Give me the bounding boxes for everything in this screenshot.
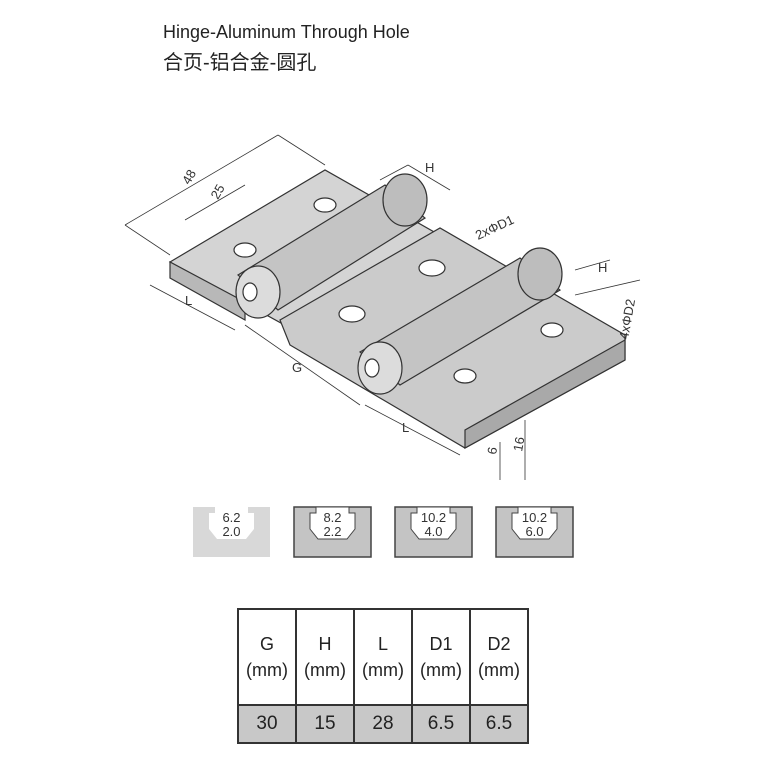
table-header-cell: D2 (mm) [469, 608, 529, 706]
title-english: Hinge-Aluminum Through Hole [163, 22, 410, 42]
hole-d2 [313, 197, 337, 213]
profile-width-label: 10.2 [421, 510, 446, 525]
profile-slot [410, 506, 457, 540]
dim-25: 25 [207, 182, 227, 202]
header-unit: (mm) [246, 660, 288, 680]
header-unit: (mm) [362, 660, 404, 680]
table-value-cell: 30 [237, 704, 297, 744]
profile-width-label: 6.2 [222, 510, 240, 525]
table-value-cell: 28 [353, 704, 413, 744]
dim-d1: 2xΦD1 [473, 212, 516, 243]
header-name: H [318, 634, 332, 654]
hole-d2 [453, 368, 477, 384]
table-value-cell: 15 [295, 704, 355, 744]
table-header-cell: H (mm) [295, 608, 355, 706]
dim-h-1: H [425, 160, 434, 175]
profile-width-label: 10.2 [522, 510, 547, 525]
header-unit: (mm) [420, 660, 462, 680]
table-value-cell: 6.5 [411, 704, 471, 744]
dim-l-2: L [402, 420, 409, 435]
slot-profile: 10.24.0 [394, 506, 473, 558]
profile-width-label: 8.2 [323, 510, 341, 525]
profile-depth-label: 2.2 [323, 524, 341, 539]
dim-48: 48 [179, 167, 199, 187]
slot-profile: 10.26.0 [495, 506, 574, 558]
header-name: G [259, 634, 274, 654]
dim-d2: 4xΦD2 [616, 298, 638, 341]
profile-slot [309, 506, 356, 540]
profile-depth-label: 4.0 [424, 524, 442, 539]
hole-d1 [338, 305, 366, 323]
header-unit: (mm) [478, 660, 520, 680]
profile-slot [209, 507, 254, 539]
table-header-cell: D1 (mm) [411, 608, 471, 706]
profile-depth-label: 6.0 [525, 524, 543, 539]
dim-l-1: L [185, 293, 192, 308]
hole-d2 [540, 322, 564, 338]
dim-g: G [292, 360, 302, 375]
title-chinese: 合页-铝合金-圆孔 [163, 52, 317, 74]
dim-6: 6 [484, 446, 500, 456]
hinge-drawing: 48 25 H 2xΦD1 H 4xΦD2 L G L 6 16 [124, 134, 641, 480]
header-unit: (mm) [304, 660, 346, 680]
profile-depth-label: 2.0 [222, 524, 240, 539]
table-header-cell: L (mm) [353, 608, 413, 706]
hole-d2 [233, 242, 257, 258]
table-header-cell: G (mm) [237, 608, 297, 706]
hole-d1 [418, 259, 446, 277]
profile-slot [511, 506, 558, 540]
header-name: D2 [487, 634, 511, 654]
slot-profile: 8.22.2 [293, 506, 372, 558]
slot-profiles: 6.22.08.22.210.24.010.26.0 [193, 506, 574, 558]
slot-profile: 6.22.0 [193, 507, 270, 557]
dim-16: 16 [510, 436, 527, 453]
table-value-cell: 6.5 [469, 704, 529, 744]
header-name: L [377, 634, 388, 654]
dim-h-2: H [598, 260, 607, 275]
header-name: D1 [429, 634, 453, 654]
